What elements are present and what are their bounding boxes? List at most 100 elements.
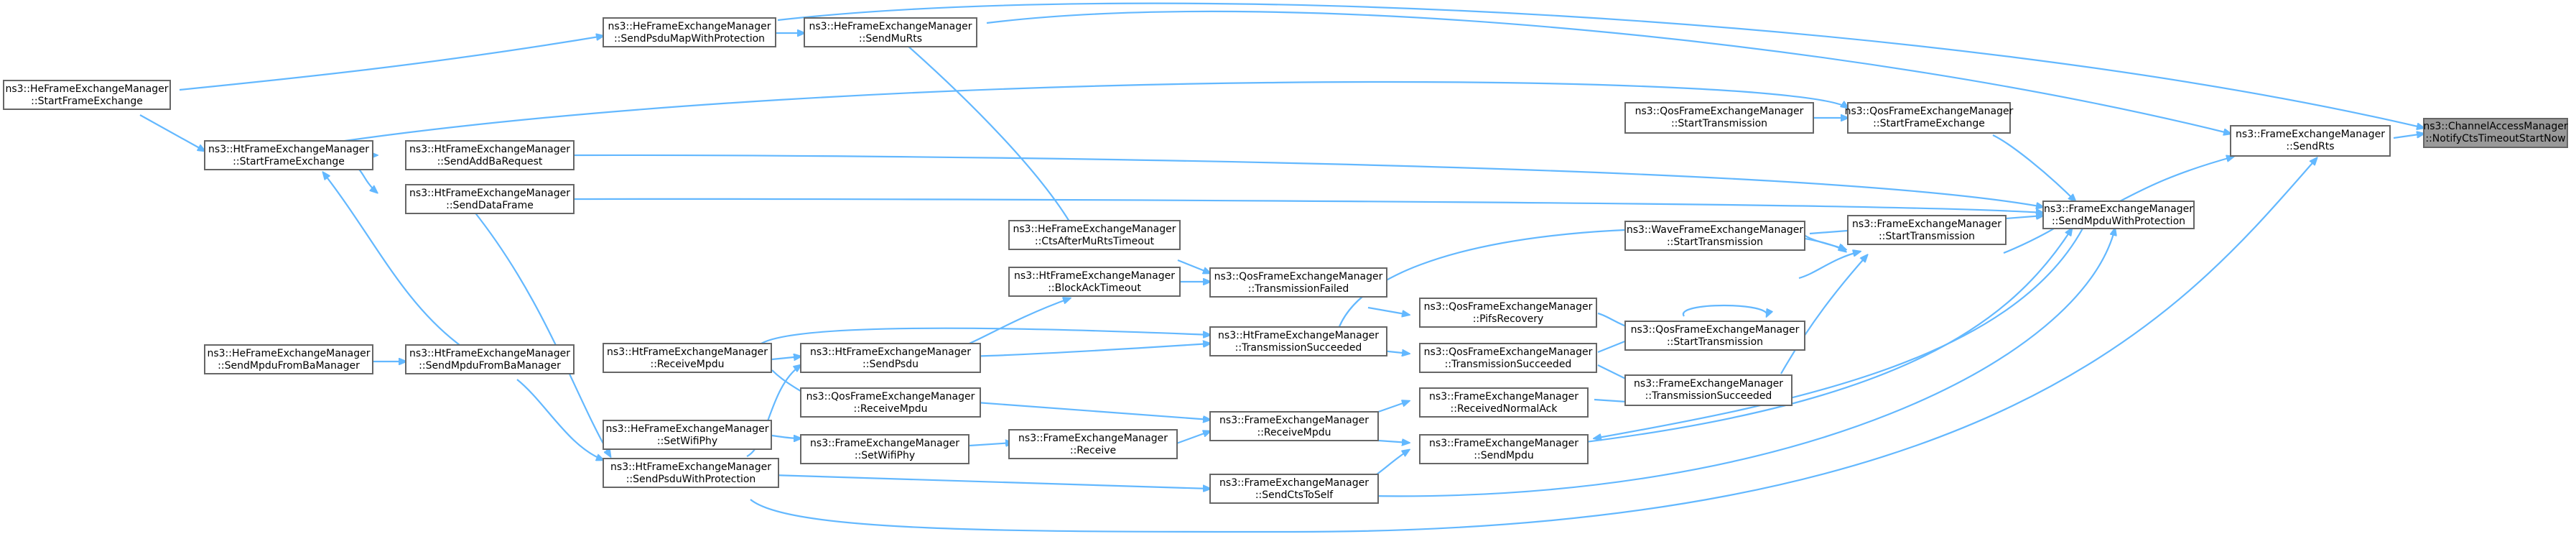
node-notify-cts-timeout[interactable]: ns3::ChannelAccessManager ::NotifyCtsTim… <box>2423 118 2568 148</box>
svg-text:ns3::HtFrameExchangeManager: ns3::HtFrameExchangeManager <box>610 461 771 473</box>
svg-text:ns3::FrameExchangeManager: ns3::FrameExchangeManager <box>1429 438 1578 449</box>
node-ht-send-psdu[interactable]: ns3::HtFrameExchangeManager ::SendPsdu <box>800 343 981 373</box>
node-qos-receive-mpdu[interactable]: ns3::QosFrameExchangeManager ::ReceiveMp… <box>800 387 981 418</box>
node-he-cts-after-mu-rts-timeout[interactable]: ns3::HeFrameExchangeManager ::CtsAfterMu… <box>1008 220 1181 250</box>
node-qos-start-transmission-mid[interactable]: ns3::QosFrameExchangeManager ::StartTran… <box>1624 321 1805 351</box>
svg-text:ns3::HtFrameExchangeManager: ns3::HtFrameExchangeManager <box>409 348 570 359</box>
svg-text:ns3::FrameExchangeManager: ns3::FrameExchangeManager <box>1852 218 2001 230</box>
node-he-start-frame-exchange[interactable]: ns3::HeFrameExchangeManager ::StartFrame… <box>3 80 171 110</box>
svg-text:::SendMpdu: ::SendMpdu <box>1474 450 1533 461</box>
svg-text:::StartTransmission: ::StartTransmission <box>1879 231 1975 242</box>
node-fem-receive-mpdu[interactable]: ns3::FrameExchangeManager ::ReceiveMpdu <box>1209 411 1379 441</box>
edge-qossfe-sendmpduwp <box>1992 134 2075 201</box>
edge-sendmurts-sendrts <box>986 10 2231 134</box>
svg-text:::SendMpduWithProtection: ::SendMpduWithProtection <box>2052 216 2185 227</box>
svg-text:ns3::FrameExchangeManager: ns3::FrameExchangeManager <box>810 438 959 449</box>
svg-text:::SendMpduFromBaManager: ::SendMpduFromBaManager <box>218 360 360 372</box>
node-qos-start-transmission-top[interactable]: ns3::QosFrameExchangeManager ::StartTran… <box>1624 102 1814 134</box>
node-ht-transmission-succeeded[interactable]: ns3::HtFrameExchangeManager ::Transmissi… <box>1209 326 1387 356</box>
edge-dataframe-htspwp <box>473 211 610 456</box>
edge-qosst2-fem-st <box>1798 252 1860 280</box>
svg-text:::StartTransmission: ::StartTransmission <box>1667 236 1763 248</box>
node-send-rts[interactable]: ns3::FrameExchangeManager ::SendRts <box>2230 125 2391 157</box>
svg-text:::SendPsduMapWithProtection: ::SendPsduMapWithProtection <box>614 33 765 45</box>
node-fem-send-mpdu[interactable]: ns3::FrameExchangeManager ::SendMpdu <box>1419 434 1589 464</box>
svg-text:::ReceivedNormalAck: ::ReceivedNormalAck <box>1451 403 1558 415</box>
edge-htrecv-sendpsdu <box>771 356 801 359</box>
svg-text:ns3::HtFrameExchangeManager: ns3::HtFrameExchangeManager <box>1218 330 1379 341</box>
node-fem-transmission-succeeded[interactable]: ns3::FrameExchangeManager ::Transmission… <box>1624 374 1792 406</box>
svg-text:ns3::FrameExchangeManager: ns3::FrameExchangeManager <box>1018 433 1168 444</box>
svg-text:::CtsAfterMuRtsTimeout: ::CtsAfterMuRtsTimeout <box>1035 236 1155 247</box>
node-ht-send-psdu-with-protection[interactable]: ns3::HtFrameExchangeManager ::SendPsduWi… <box>603 458 779 488</box>
edge-baman-htspwp <box>516 379 603 460</box>
svg-text:ns3::HeFrameExchangeManager: ns3::HeFrameExchangeManager <box>809 21 972 32</box>
node-qos-pifs-recovery[interactable]: ns3::QosFrameExchangeManager ::PifsRecov… <box>1419 298 1597 328</box>
svg-text:::StartFrameExchange: ::StartFrameExchange <box>31 96 143 107</box>
svg-text:::TransmissionSucceeded: ::TransmissionSucceeded <box>1645 390 1772 402</box>
svg-text:::SendAddBaRequest: ::SendAddBaRequest <box>437 156 543 167</box>
node-he-set-wifi-phy[interactable]: ns3::HeFrameExchangeManager ::SetWifiPhy <box>603 420 772 450</box>
node-qos-transmission-succeeded[interactable]: ns3::QosFrameExchangeManager ::Transmiss… <box>1419 343 1597 373</box>
svg-text:ns3::QosFrameExchangeManager: ns3::QosFrameExchangeManager <box>1214 271 1383 282</box>
edge-sendmpduwp-sendmpdu <box>1579 229 2072 444</box>
svg-text:ns3::FrameExchangeManager: ns3::FrameExchangeManager <box>2044 203 2193 215</box>
node-fem-start-transmission[interactable]: ns3::FrameExchangeManager ::StartTransmi… <box>1847 215 2007 245</box>
svg-text:::PifsRecovery: ::PifsRecovery <box>1473 313 1544 325</box>
svg-text:::TransmissionSucceeded: ::TransmissionSucceeded <box>1445 359 1572 370</box>
node-send-cts-to-self[interactable]: ns3::FrameExchangeManager ::SendCtsToSel… <box>1209 474 1379 504</box>
node-he-send-mu-rts[interactable]: ns3::HeFrameExchangeManager ::SendMuRts <box>804 17 977 47</box>
node-ht-send-data-frame[interactable]: ns3::HtFrameExchangeManager ::SendDataFr… <box>405 184 575 214</box>
edge-hesetwifiphy-setwifiphy <box>771 434 801 438</box>
edge-htsfe-dataframe <box>358 169 377 193</box>
edge-setwifiphy-receive <box>969 443 1013 446</box>
edge-htsfe-qossfe <box>324 80 1848 145</box>
node-he-send-psdu-map-with-protection[interactable]: ns3::HeFrameExchangeManager ::SendPsduMa… <box>603 17 776 47</box>
svg-text:ns3::HtFrameExchangeManager: ns3::HtFrameExchangeManager <box>1014 270 1175 282</box>
graph-edges <box>139 2 2424 533</box>
svg-text:ns3::HeFrameExchangeManager: ns3::HeFrameExchangeManager <box>5 83 168 95</box>
svg-text:::StartTransmission: ::StartTransmission <box>1671 118 1767 129</box>
svg-text:::SendMpduFromBaManager: ::SendMpduFromBaManager <box>419 360 561 372</box>
svg-text:ns3::QosFrameExchangeManager: ns3::QosFrameExchangeManager <box>806 391 975 402</box>
svg-text:ns3::FrameExchangeManager: ns3::FrameExchangeManager <box>2236 129 2385 140</box>
svg-text:::ReceiveMpdu: ::ReceiveMpdu <box>854 403 928 415</box>
node-ht-send-addba-request[interactable]: ns3::HtFrameExchangeManager ::SendAddBaR… <box>405 140 575 170</box>
svg-text:ns3::HeFrameExchangeManager: ns3::HeFrameExchangeManager <box>608 21 771 32</box>
svg-text:::TransmissionFailed: ::TransmissionFailed <box>1248 283 1349 295</box>
node-qos-start-frame-exchange[interactable]: ns3::QosFrameExchangeManager ::StartFram… <box>1845 102 2014 134</box>
node-fem-receive[interactable]: ns3::FrameExchangeManager ::Receive <box>1008 429 1178 459</box>
edge-sendpsdu-bat <box>965 298 1070 346</box>
svg-text:::BlockAckTimeout: ::BlockAckTimeout <box>1048 282 1141 294</box>
node-fem-set-wifi-phy[interactable]: ns3::FrameExchangeManager ::SetWifiPhy <box>800 434 970 464</box>
svg-text:ns3::FrameExchangeManager: ns3::FrameExchangeManager <box>1429 391 1578 402</box>
svg-text:::SetWifiPhy: ::SetWifiPhy <box>855 450 915 461</box>
node-he-send-mpdu-from-ba-manager[interactable]: ns3::HeFrameExchangeManager ::SendMpduFr… <box>204 344 373 374</box>
svg-text:ns3::FrameExchangeManager: ns3::FrameExchangeManager <box>1634 378 1783 390</box>
svg-text:ns3::QosFrameExchangeManager: ns3::QosFrameExchangeManager <box>1635 106 1804 117</box>
svg-text:ns3::HeFrameExchangeManager: ns3::HeFrameExchangeManager <box>207 348 370 359</box>
node-ht-block-ack-timeout[interactable]: ns3::HtFrameExchangeManager ::BlockAckTi… <box>1008 267 1181 297</box>
edge-ctstoself-sendmpduwp <box>1367 229 2115 497</box>
svg-text:::ReceiveMpdu: ::ReceiveMpdu <box>1257 427 1331 438</box>
svg-text:::Receive: ::Receive <box>1070 445 1116 456</box>
node-ht-send-mpdu-from-ba-manager[interactable]: ns3::HtFrameExchangeManager ::SendMpduFr… <box>405 344 575 374</box>
node-send-mpdu-with-protection[interactable]: ns3::FrameExchangeManager ::SendMpduWith… <box>2042 201 2195 229</box>
svg-text:::StartFrameExchange: ::StartFrameExchange <box>1873 118 1985 129</box>
node-received-normal-ack[interactable]: ns3::FrameExchangeManager ::ReceivedNorm… <box>1419 387 1589 418</box>
node-ht-start-frame-exchange[interactable]: ns3::HtFrameExchangeManager ::StartFrame… <box>204 140 373 170</box>
edge-cts-murts-qostf <box>1177 259 1210 273</box>
svg-text:ns3::HtFrameExchangeManager: ns3::HtFrameExchangeManager <box>409 188 570 199</box>
node-ht-receive-mpdu[interactable]: ns3::HtFrameExchangeManager ::ReceiveMpd… <box>603 343 772 373</box>
node-wave-start-transmission[interactable]: ns3::WaveFrameExchangeManager ::StartTra… <box>1624 221 1805 251</box>
svg-text:ns3::HeFrameExchangeManager: ns3::HeFrameExchangeManager <box>1013 224 1176 235</box>
svg-text:ns3::HtFrameExchangeManager: ns3::HtFrameExchangeManager <box>208 144 369 155</box>
edge-wave-fem-st <box>1802 233 1846 249</box>
edge-sendpsdu-htts <box>962 344 1210 358</box>
edge-femts-fem-st <box>1780 255 1867 374</box>
node-qos-transmission-failed[interactable]: ns3::QosFrameExchangeManager ::Transmiss… <box>1209 267 1387 298</box>
edge-hesfe-psdumap <box>179 36 603 91</box>
edge-qosst2-selfloop <box>1682 304 1767 316</box>
edge-htrecv-htts <box>761 327 1210 344</box>
